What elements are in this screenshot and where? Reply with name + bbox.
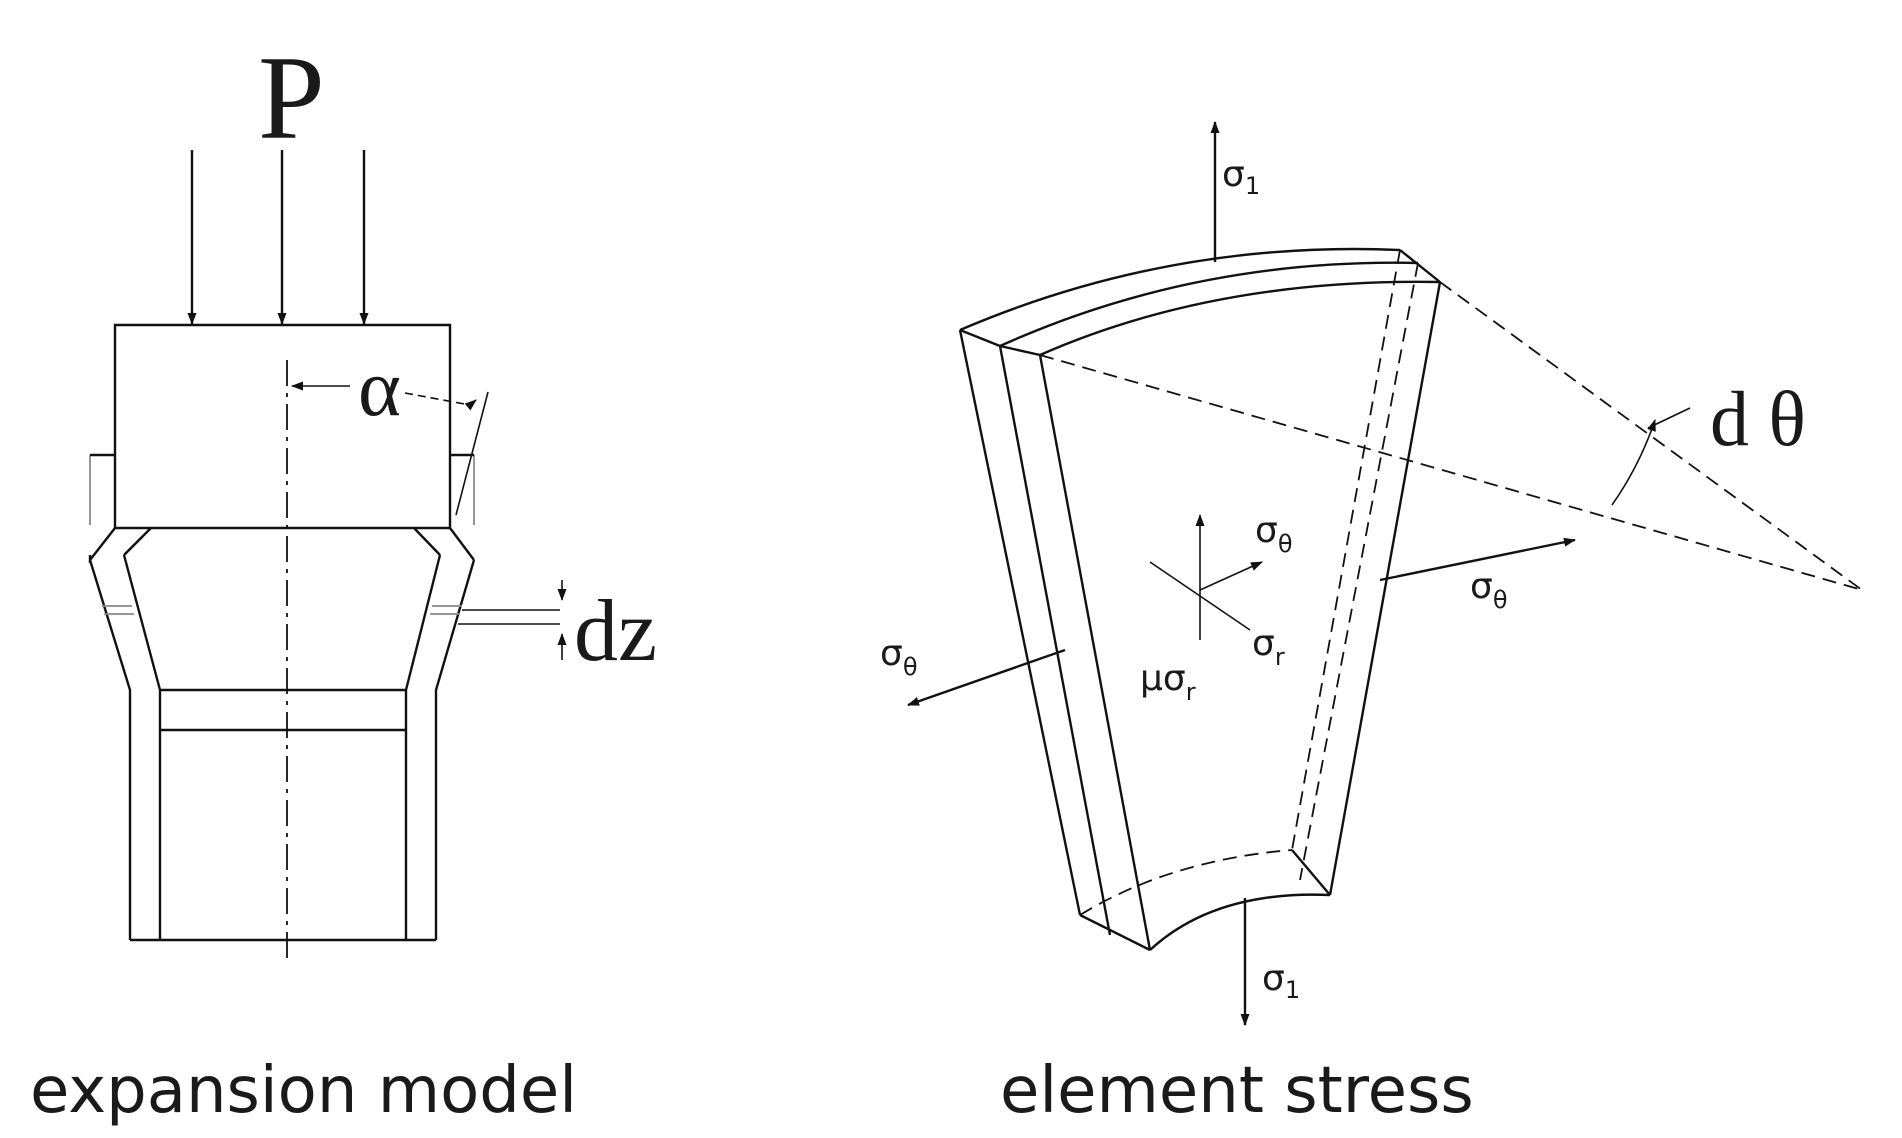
element-stress-diagram: d θ σ1 σ1 σθ σθ σθ σr μσr element stress [880, 121, 1863, 1128]
sigma-r-label: σr [1252, 623, 1285, 671]
expansion-model-caption: expansion model [30, 1054, 577, 1128]
dtheta-construction [1039, 281, 1863, 591]
dz-label: dz [574, 583, 657, 680]
sigma-theta-right-arrow [1379, 537, 1576, 582]
shell-element [958, 247, 1442, 952]
expansion-model-diagram: P α dz expansion model [30, 31, 657, 1128]
dtheta-label: d θ [1710, 375, 1806, 462]
alpha-label: α [358, 342, 401, 433]
sigma1-bottom-label: σ1 [1262, 958, 1300, 1004]
alpha-dimension [291, 381, 489, 516]
tube-lips [89, 453, 475, 525]
center-stress-cross [1149, 514, 1263, 640]
sigma-theta-left-arrow [907, 648, 1066, 707]
load-label: P [258, 31, 325, 164]
sigma1-top-label: σ1 [1222, 154, 1260, 200]
element-stress-caption: element stress [1000, 1054, 1474, 1128]
tube-wall [88, 527, 476, 942]
dz-slice [102, 580, 567, 660]
load-arrows [187, 150, 369, 325]
mandrel-shoulder [160, 688, 406, 732]
mu-sigma-r-label: μσr [1140, 658, 1196, 706]
sigma-theta-right-label: σθ [1470, 566, 1508, 614]
sigma-theta-left-label: σθ [880, 633, 918, 681]
sigma-theta-center-label: σθ [1255, 510, 1293, 558]
